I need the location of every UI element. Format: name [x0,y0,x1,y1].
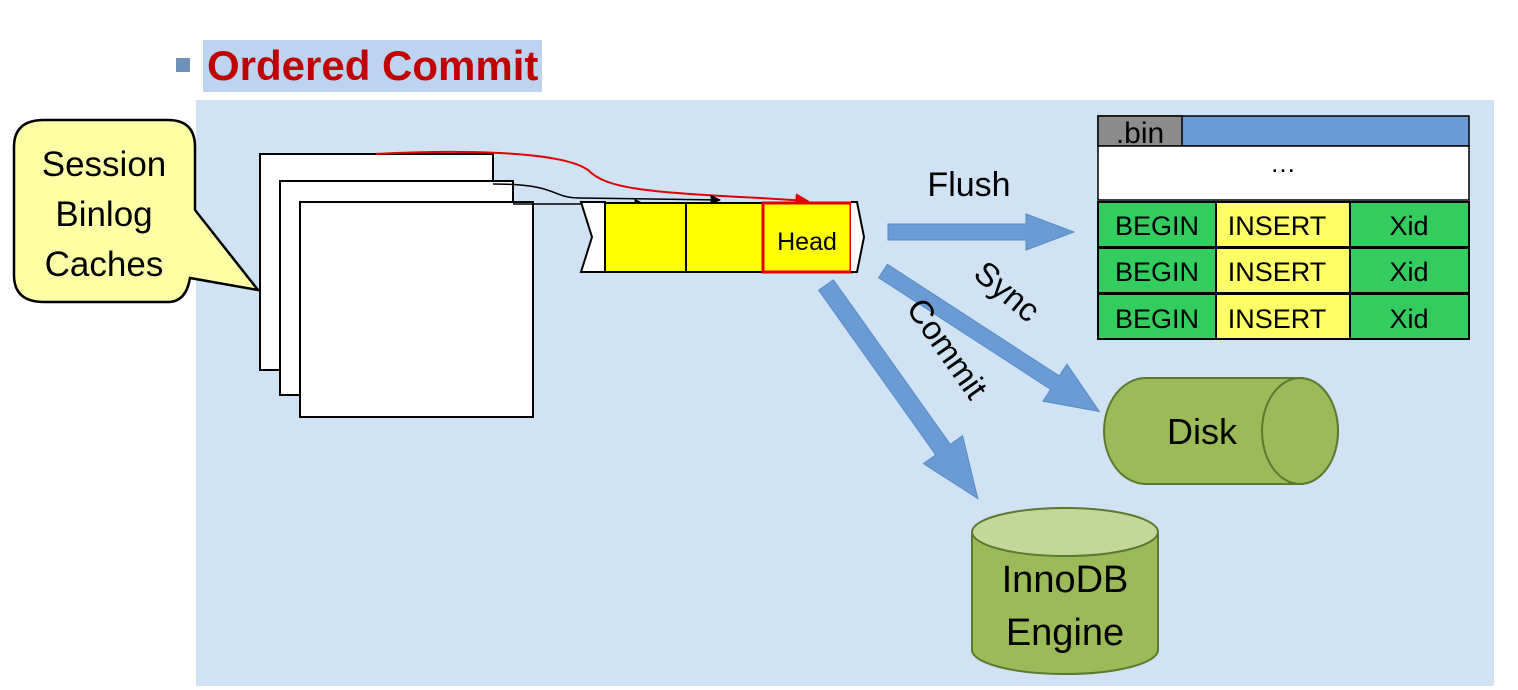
binlog-row: BEGIN INSERT Xid [1097,247,1470,294]
binlog-file: .bin … BEGIN INSERT Xid BEGIN INSERT Xid… [1097,115,1470,340]
binlog-row: BEGIN INSERT Xid [1097,201,1470,248]
queue-slot [685,202,764,273]
commit-arrow: Commit [817,279,995,500]
session-callout: Session Binlog Caches [12,118,262,304]
row-insert: INSERT [1228,304,1327,334]
session-cache-pages [259,153,534,418]
row-xid: Xid [1389,304,1428,334]
queue-slot [604,202,687,273]
row-begin: BEGIN [1115,257,1199,287]
row-begin: BEGIN [1115,304,1199,334]
innodb-engine-cylinder: InnoDB Engine [971,507,1159,675]
sync-label: Sync [967,253,1047,329]
flush-label: Flush [927,166,1010,204]
callout-line-1: Session [42,145,167,184]
queue-head-label: Head [777,228,837,256]
disk-label: Disk [1167,411,1238,452]
bullet-marker [176,58,190,72]
callout-line-3: Caches [45,245,164,284]
flush-arrow: Flush [887,166,1076,251]
row-xid: Xid [1389,211,1428,241]
row-xid: Xid [1389,257,1428,287]
binlog-file-label: .bin [1116,117,1164,150]
slide-title: Ordered Commit [203,40,543,92]
engine-label-line-2: Engine [1006,612,1124,654]
callout-line-2: Binlog [55,195,152,234]
row-insert: INSERT [1228,211,1327,241]
engine-label-line-1: InnoDB [1002,559,1129,601]
queue-head-slot [761,201,853,274]
binlog-ellipsis: … [1270,148,1296,178]
row-insert: INSERT [1228,257,1327,287]
binlog-row: BEGIN INSERT Xid [1097,293,1470,340]
disk-cylinder: Disk [1103,377,1339,485]
row-begin: BEGIN [1115,211,1199,241]
commit-queue: Head [579,201,866,274]
